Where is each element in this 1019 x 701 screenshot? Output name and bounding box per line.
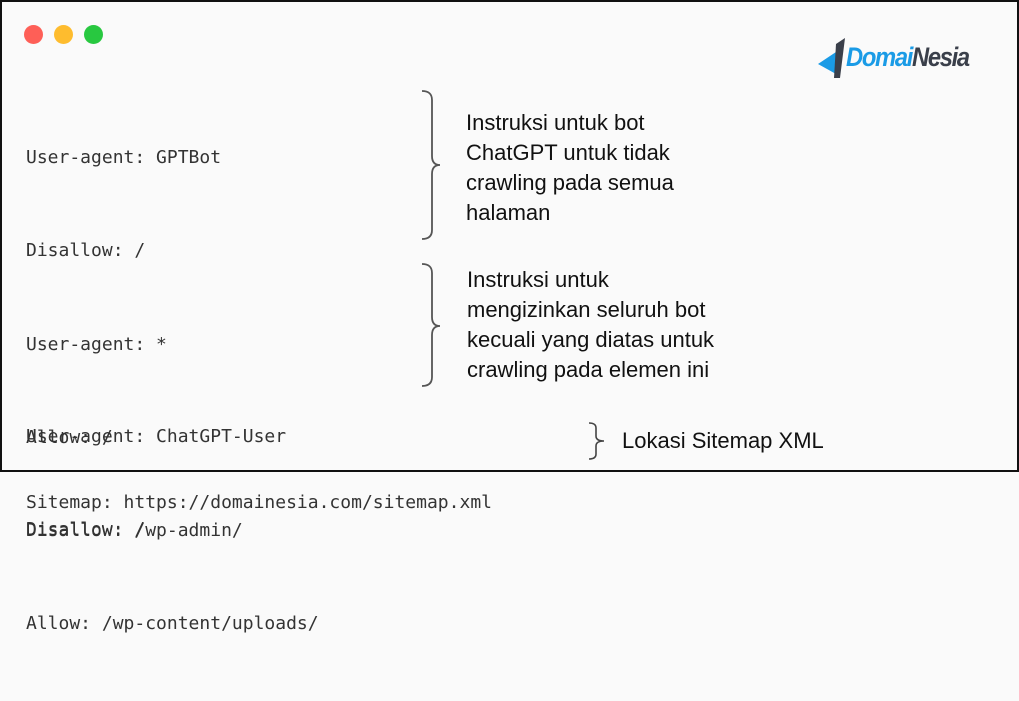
note-all-bots: Instruksi untuk mengizinkan seluruh bot …: [467, 267, 715, 382]
logo-text-nesia: Nesia: [912, 42, 970, 72]
right-brace-icon: [421, 263, 441, 387]
right-brace-icon: [421, 90, 441, 240]
code-line: Sitemap: https://domainesia.com/sitemap.…: [26, 492, 492, 513]
code-line: Disallow: /: [26, 240, 146, 261]
logo-arrow-icon: [818, 38, 845, 78]
code-line: User-agent: *: [26, 334, 167, 355]
minimize-window-button[interactable]: [54, 25, 73, 44]
code-line: Allow: /: [26, 427, 113, 448]
note-chatgpt: Instruksi untuk bot ChatGPT untuk tidak …: [466, 110, 674, 225]
code-line: User-agent: ChatGPT-User: [26, 426, 287, 447]
code-window: DomaiNesia User-agent: GPTBot Disallow: …: [0, 0, 1019, 634]
maximize-window-button[interactable]: [84, 25, 103, 44]
note-sitemap: Lokasi Sitemap XML: [622, 428, 824, 453]
close-window-button[interactable]: [24, 25, 43, 44]
logo-text-domai: Domai: [846, 42, 913, 72]
domainesia-logo: DomaiNesia: [818, 38, 983, 80]
code-line: Allow: /wp-content/uploads/: [26, 613, 319, 634]
code-line: User-agent: GPTBot: [26, 147, 222, 168]
code-block-sitemap: Sitemap: https://domainesia.com/sitemap.…: [26, 425, 492, 580]
right-brace-icon: [588, 422, 605, 460]
